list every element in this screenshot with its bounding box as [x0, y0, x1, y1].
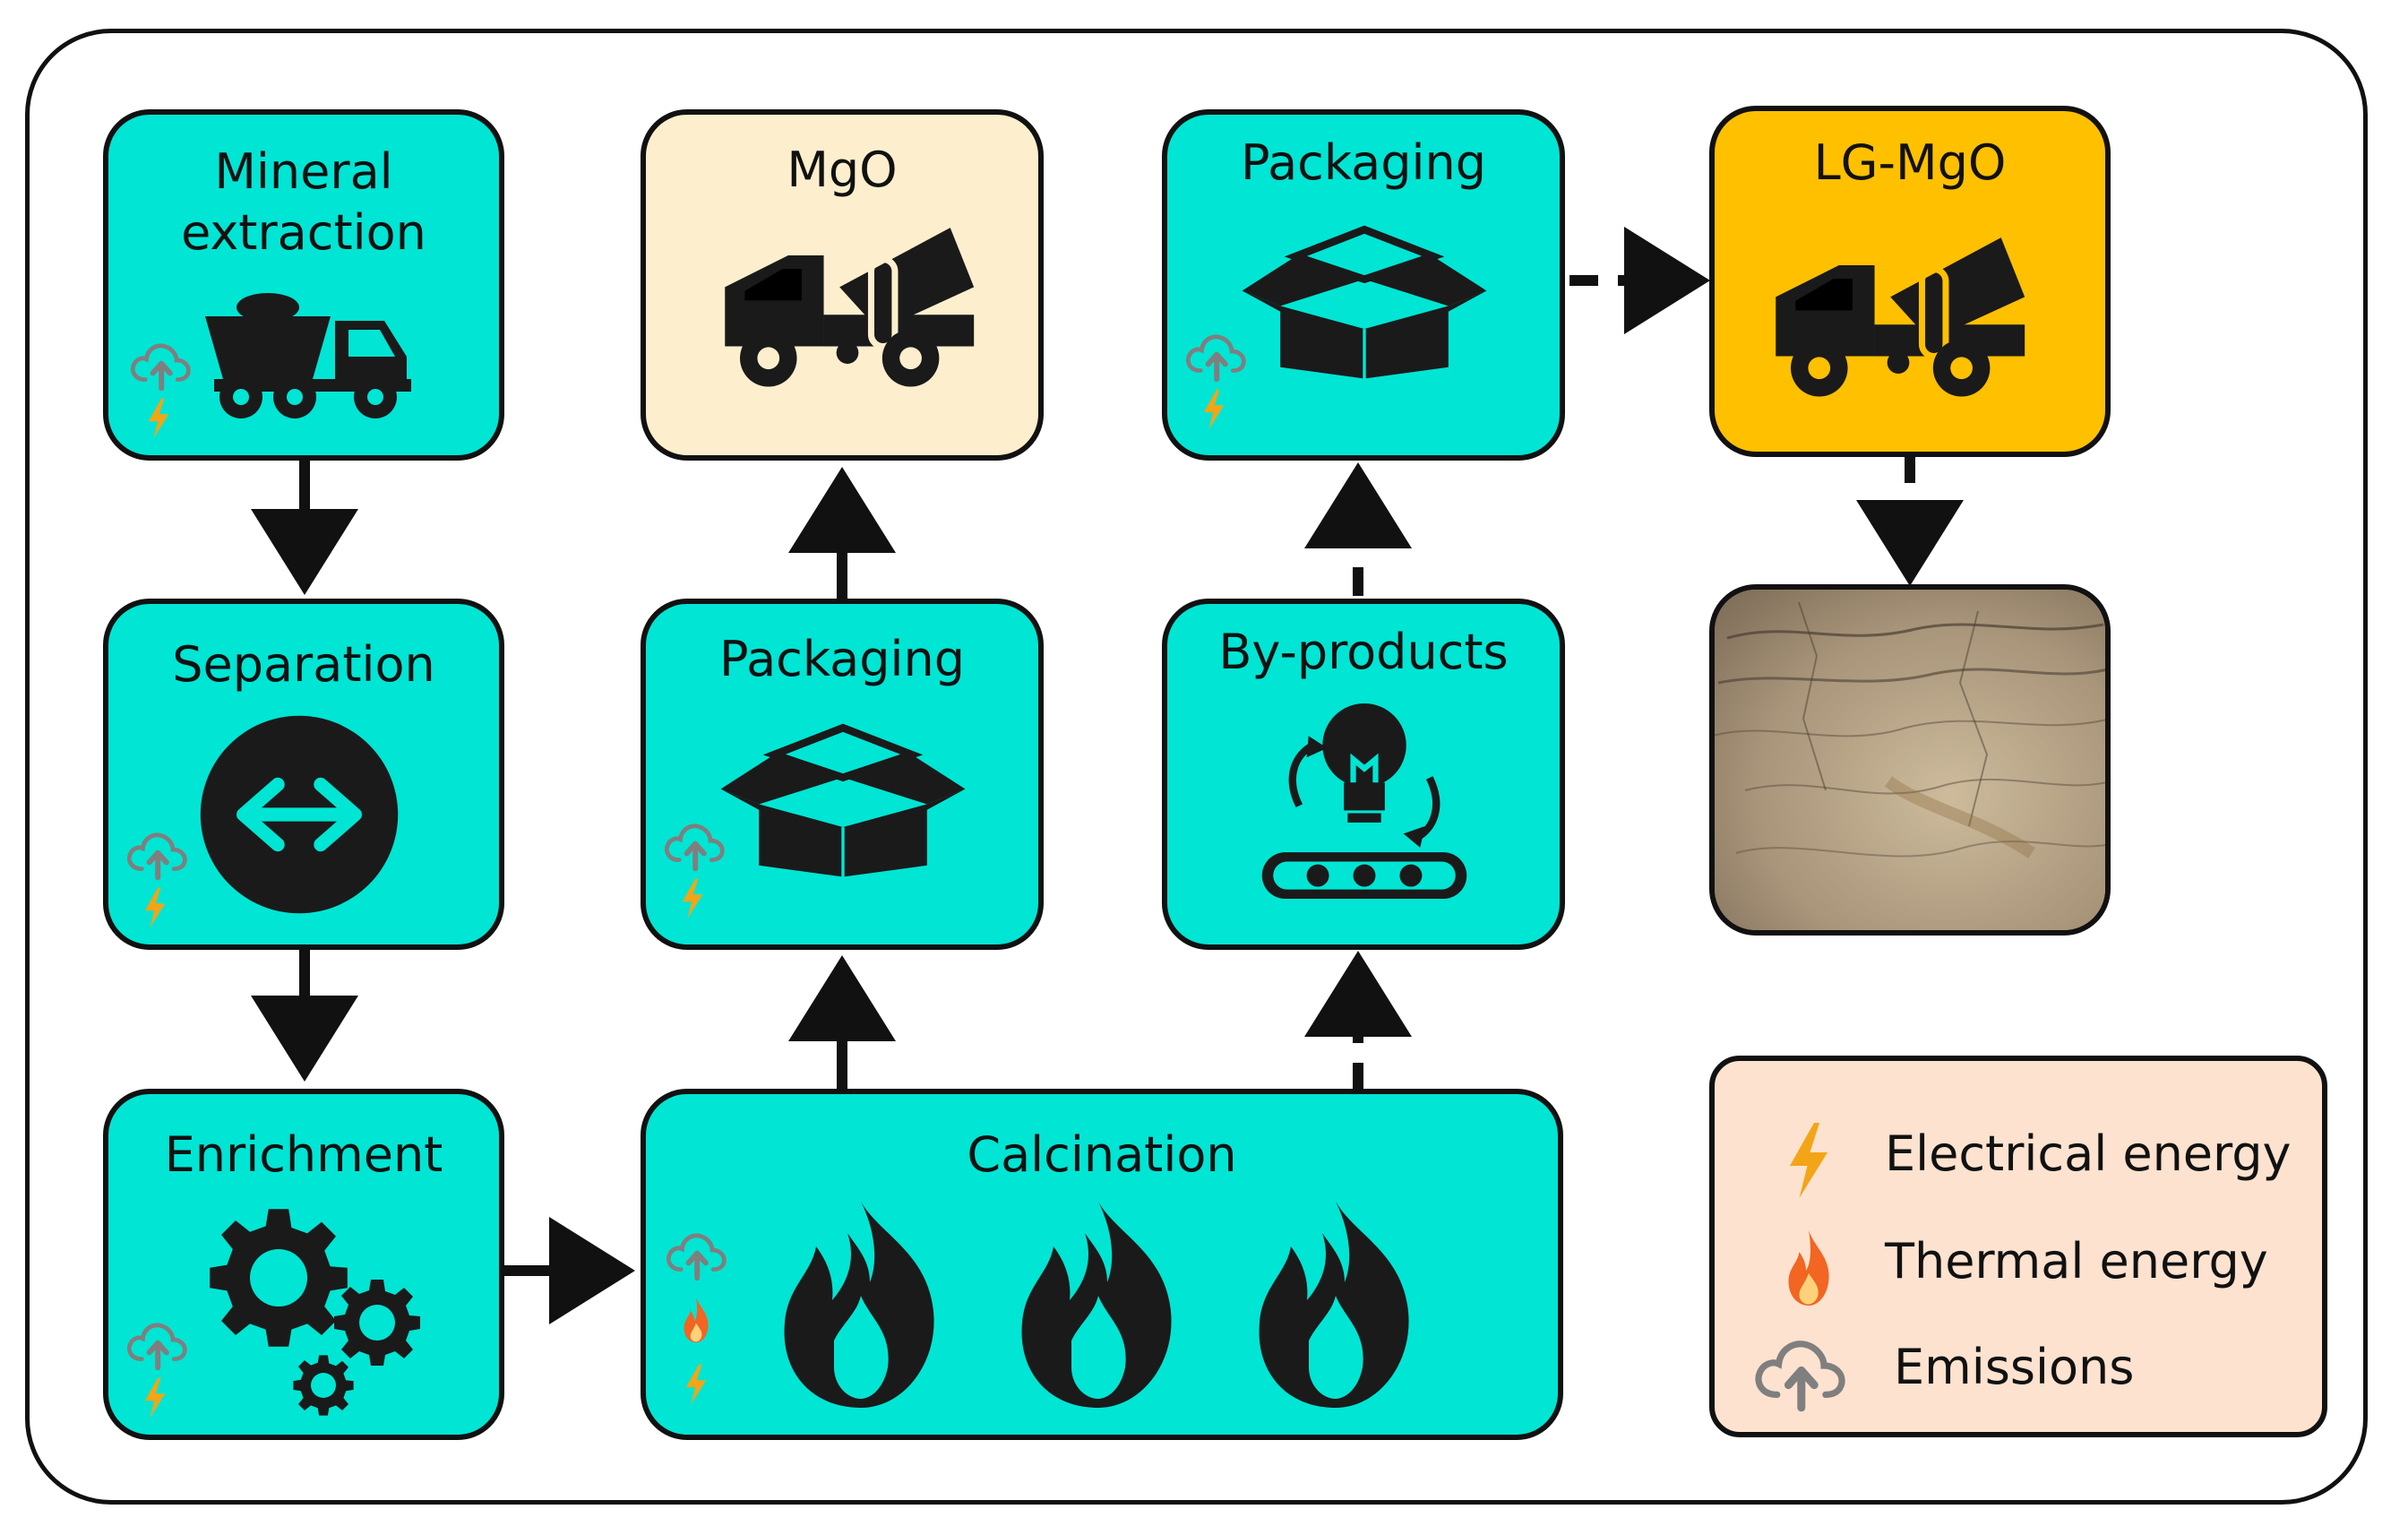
node-label: Enrichment	[164, 1126, 443, 1183]
dump-truck-icon	[205, 280, 420, 424]
electrical-energy-icon	[1200, 388, 1228, 431]
electrical-energy-icon	[1782, 1120, 1836, 1201]
flames-icon	[771, 1197, 950, 1412]
open-box-icon	[1234, 213, 1494, 384]
lightbulb-conveyor-icon	[1243, 694, 1485, 909]
electrical-energy-icon	[141, 886, 169, 929]
node-lg-mgo: LG-MgO	[1709, 106, 2111, 457]
emissions-icon	[125, 828, 189, 882]
emissions-icon	[128, 339, 193, 392]
node-enrichment: Enrichment	[103, 1089, 504, 1440]
emissions-icon	[125, 1318, 189, 1372]
thermal-energy-icon	[1782, 1228, 1836, 1308]
soil-texture	[1715, 590, 2105, 930]
node-packaging-lg: Packaging	[1162, 109, 1565, 461]
node-label-line1: Mineral	[214, 143, 393, 200]
emissions-icon	[662, 819, 727, 873]
node-label: Separation	[172, 636, 435, 693]
legend: Electrical energy Thermal energy Emissio…	[1709, 1056, 2327, 1437]
emissions-icon	[664, 1229, 728, 1282]
separation-arrows-icon	[196, 711, 402, 918]
node-mineral-extraction: Mineral extraction	[103, 109, 504, 461]
electrical-energy-icon	[682, 1363, 710, 1406]
emissions-icon	[1750, 1333, 1849, 1414]
legend-label: Thermal energy	[1885, 1233, 2268, 1289]
emissions-icon	[1183, 330, 1248, 384]
cement-mixer-truck-icon	[1764, 214, 2033, 411]
legend-label: Emissions	[1894, 1339, 2135, 1395]
gears-icon	[207, 1206, 350, 1350]
node-mgo: MgO	[641, 109, 1044, 461]
node-packaging-mgo: Packaging	[641, 599, 1044, 950]
node-separation: Separation	[103, 599, 504, 950]
node-label: MgO	[787, 142, 898, 198]
legend-item-emissions: Emissions	[1715, 1326, 2322, 1416]
electrical-energy-icon	[678, 877, 707, 920]
node-label-line2: extraction	[181, 204, 426, 261]
legend-item-thermal: Thermal energy	[1715, 1220, 2322, 1310]
legend-item-electrical: Electrical energy	[1715, 1113, 2322, 1203]
flames-icon	[1009, 1197, 1188, 1412]
thermal-energy-icon	[680, 1296, 712, 1344]
electrical-energy-icon	[144, 397, 173, 440]
node-label: LG-MgO	[1813, 134, 2007, 191]
cement-mixer-truck-icon	[713, 204, 982, 401]
node-label: By-products	[1218, 624, 1509, 680]
flames-icon	[1246, 1197, 1425, 1412]
node-label: Calcination	[967, 1126, 1237, 1183]
legend-label: Electrical energy	[1885, 1125, 2292, 1182]
open-box-icon	[713, 711, 973, 882]
node-label: Packaging	[1240, 134, 1487, 191]
lg-mgo-soil-photo	[1709, 584, 2111, 936]
node-calcination: Calcination	[641, 1089, 1563, 1440]
node-by-products: By-products	[1162, 599, 1565, 950]
gears-icon	[292, 1354, 355, 1417]
node-label: Packaging	[718, 631, 966, 687]
electrical-energy-icon	[141, 1376, 169, 1419]
